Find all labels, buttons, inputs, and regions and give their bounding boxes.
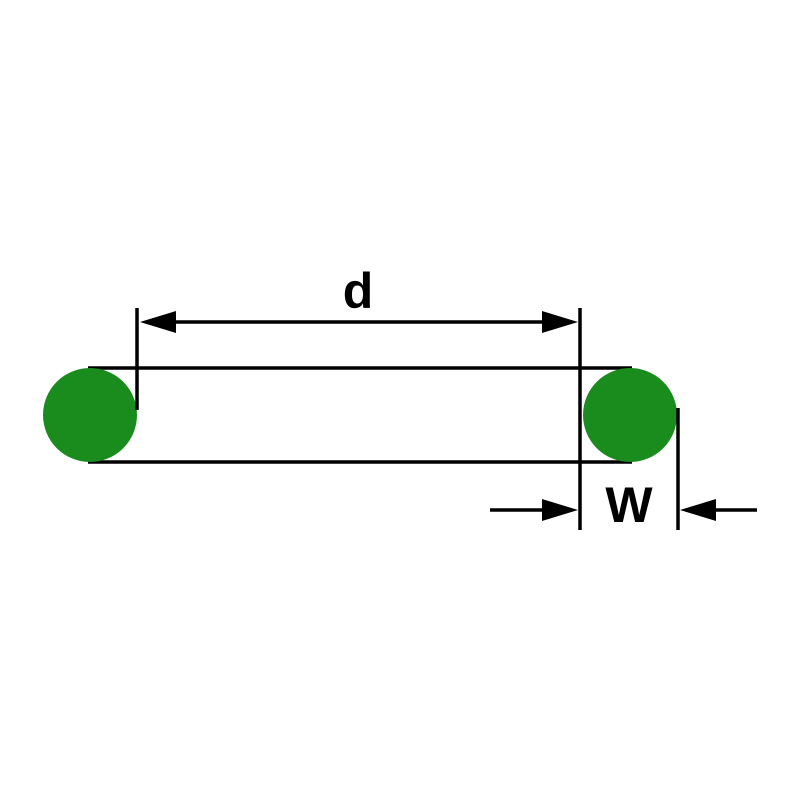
dim-d-label: d	[343, 263, 374, 319]
dim-w-arrowhead-right	[680, 499, 716, 521]
oring-cross-section-right	[583, 368, 677, 462]
dim-w-arrowhead-left	[542, 499, 578, 521]
dim-d-arrowhead-right	[542, 311, 578, 333]
oring-cross-section-left	[43, 368, 137, 462]
dim-w-label: W	[605, 477, 653, 533]
dim-d-arrowhead-left	[140, 311, 176, 333]
